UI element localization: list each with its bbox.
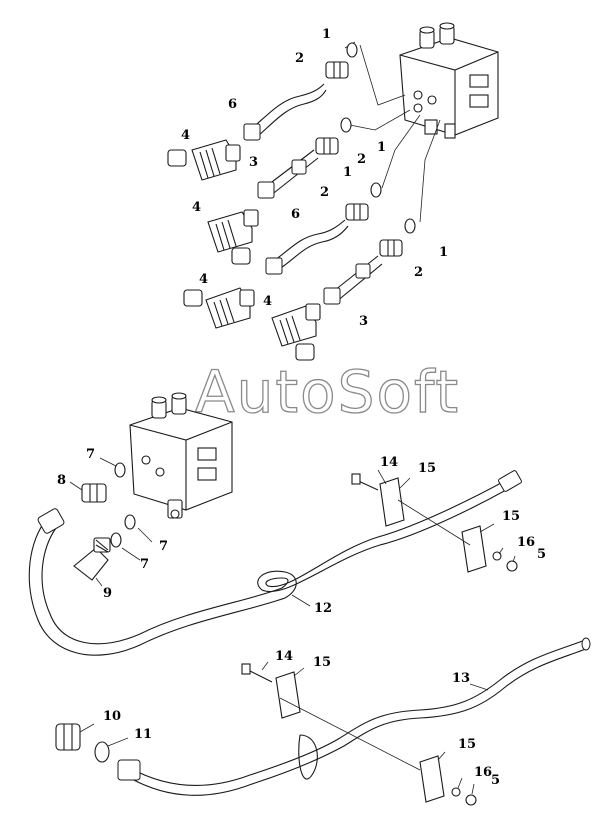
- pipe-13-part: [117, 637, 591, 796]
- callout-2: 2: [357, 152, 366, 167]
- callout-16: 16: [474, 765, 492, 780]
- callout-2: 2: [295, 51, 304, 66]
- callout-1: 1: [343, 165, 352, 180]
- adapter-8-part: [81, 483, 107, 503]
- callout-labels: 1 2 6 1 2 4 3 1 2 4 6 1 2 4 4 3 7 8 7 7 …: [57, 27, 546, 788]
- clamp-assembly-lower: [241, 663, 477, 806]
- o-ring-1-parts: [340, 42, 416, 234]
- callout-6: 6: [228, 97, 237, 112]
- callout-9: 9: [103, 586, 112, 601]
- callout-4: 4: [199, 272, 208, 287]
- callout-8: 8: [57, 473, 66, 488]
- callout-16: 16: [517, 535, 535, 550]
- fitting-9-part: [73, 537, 111, 581]
- callout-15: 15: [502, 509, 520, 524]
- callout-4: 4: [181, 128, 190, 143]
- callout-14: 14: [380, 455, 398, 470]
- watermark-text: AutoSoft: [195, 358, 460, 426]
- control-valve-block-lower: [129, 392, 233, 519]
- hose-6-parts: [243, 83, 349, 275]
- callout-1: 1: [439, 245, 448, 260]
- clamp-assembly-upper: [351, 473, 518, 573]
- adapter-2-parts: [315, 61, 403, 257]
- control-valve-block-upper: [399, 22, 499, 139]
- quick-coupler-4-parts: [167, 139, 321, 361]
- ring-11-part: [94, 741, 110, 763]
- callout-4: 4: [192, 200, 201, 215]
- callout-15: 15: [458, 737, 476, 752]
- callout-3: 3: [359, 314, 368, 329]
- callout-2: 2: [320, 185, 329, 200]
- callout-14: 14: [275, 649, 293, 664]
- callout-7: 7: [159, 539, 168, 554]
- callout-10: 10: [103, 709, 121, 724]
- callout-3: 3: [249, 155, 258, 170]
- callout-15: 15: [313, 655, 331, 670]
- callout-4: 4: [263, 294, 272, 309]
- callout-7: 7: [140, 557, 149, 572]
- callout-7: 7: [86, 447, 95, 462]
- callout-1: 1: [322, 27, 331, 42]
- hose-12-part: [28, 470, 522, 656]
- fitting-10-part: [55, 723, 81, 751]
- o-ring-7-parts: [110, 462, 136, 548]
- callout-11: 11: [134, 727, 152, 742]
- callout-5: 5: [491, 773, 500, 788]
- callout-15: 15: [418, 461, 436, 476]
- pipe-3-parts: [257, 149, 383, 305]
- callout-5: 5: [537, 547, 546, 562]
- leader-lines-lower: [69, 457, 516, 795]
- callout-12: 12: [314, 601, 332, 616]
- callout-1: 1: [377, 140, 386, 155]
- callout-2: 2: [414, 265, 423, 280]
- callout-13: 13: [452, 671, 470, 686]
- callout-6: 6: [291, 207, 300, 222]
